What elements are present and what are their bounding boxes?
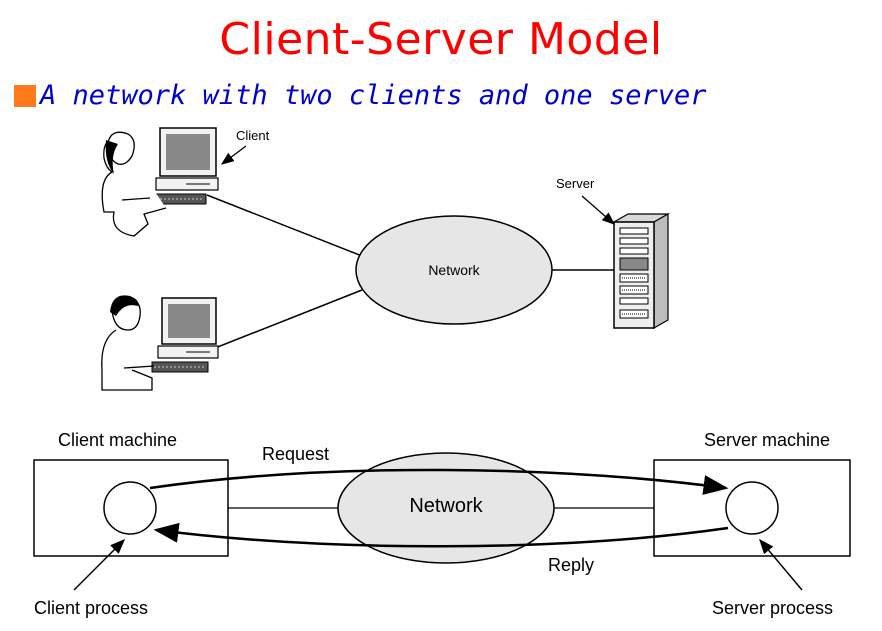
slide-title: Client-Server Model [219, 14, 663, 65]
server-process-circle [725, 481, 779, 535]
top-network-label: Network [428, 262, 480, 278]
server-process-pointer [759, 538, 803, 591]
reply-arrow [153, 522, 729, 548]
client-machine-label: Client machine [58, 430, 177, 450]
bullet-text: A network with two clients and one serve… [40, 80, 707, 111]
client1-network-link [206, 194, 363, 257]
bottom-network-ellipse [337, 452, 555, 564]
client-process-circle [103, 481, 157, 535]
bullet-item: A network with two clients and one serve… [14, 80, 706, 111]
bullet-square-icon [14, 84, 36, 107]
server-tower-icon [611, 212, 671, 330]
client-label-arrow [220, 145, 247, 165]
server-label-arrow [581, 195, 615, 225]
reply-label: Reply [548, 555, 594, 575]
client-process-pointer [73, 538, 126, 591]
server-label: Server [556, 176, 595, 191]
client-computer-1-icon [101, 127, 219, 237]
client-computer-2-icon [101, 295, 219, 391]
client-process-label: Client process [34, 598, 148, 618]
request-arrow [149, 468, 729, 495]
server-process-label: Server process [712, 598, 833, 618]
server-machine-label: Server machine [704, 430, 830, 450]
client-label: Client [236, 128, 270, 143]
bottom-network-label: Network [409, 495, 483, 517]
top-network-ellipse [355, 215, 553, 325]
request-label: Request [262, 444, 329, 464]
client2-network-link [209, 289, 363, 351]
